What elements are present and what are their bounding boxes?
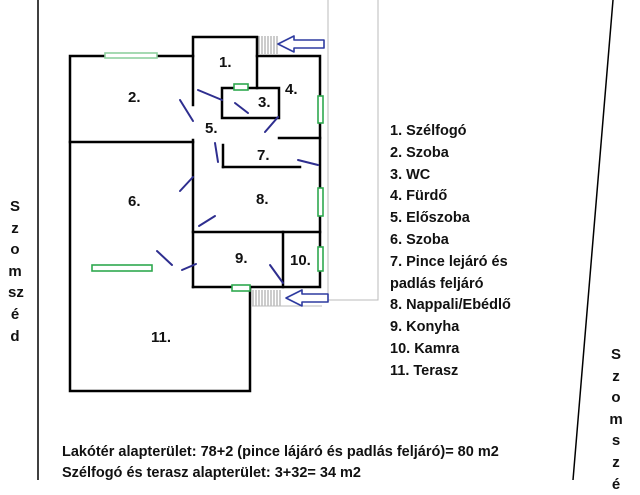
- legend-item: padlás feljáró: [390, 275, 484, 292]
- porch-terrace-area-summary: Szélfogó és terasz alapterület: 3+32= 34…: [62, 465, 361, 481]
- legend-item: 3. WC: [390, 166, 431, 183]
- legend-item: 9. Konyha: [390, 319, 460, 336]
- room-label-2: 2.: [128, 89, 141, 106]
- room-label-4: 4.: [285, 81, 298, 98]
- windows: [91, 52, 324, 292]
- legend-item: 10. Kamra: [390, 340, 460, 357]
- room-label-10: 10.: [290, 252, 311, 269]
- legend-item: 1. Szélfogó: [390, 123, 467, 139]
- legend-item: 6. Szoba: [390, 231, 449, 248]
- room-label-1: 1.: [219, 54, 232, 71]
- room-label-5: 5.: [205, 120, 218, 137]
- entrance-steps-top: [258, 36, 278, 54]
- room-label-8: 8.: [256, 191, 269, 208]
- room-legend: 1. Szélfogó 2. Szoba 3. WC 4. Fürdő 5. E…: [390, 121, 511, 383]
- passage-outline: [327, 0, 379, 301]
- room-label-6: 6.: [128, 193, 141, 210]
- room-label-9: 9.: [235, 250, 248, 267]
- floor-plan: [37, 0, 614, 480]
- walls: [68, 35, 322, 393]
- legend-item: 7. Pince lejáró és: [390, 253, 508, 270]
- legend-item: 11. Terasz: [390, 362, 459, 379]
- legend-item: 4. Fürdő: [390, 188, 448, 205]
- room-label-7: 7.: [257, 147, 270, 164]
- entrance-arrow-bottom: [285, 289, 329, 307]
- property-line-right: [572, 0, 614, 480]
- entrance-steps-bottom: [252, 290, 322, 307]
- legend-item: 2. Szoba: [390, 144, 449, 161]
- room-label-11: 11.: [151, 329, 172, 346]
- legend-item: 8. Nappali/Ebédlő: [390, 297, 511, 314]
- room-label-3: 3.: [258, 94, 271, 111]
- doors: [156, 89, 319, 284]
- entrance-arrow-top: [277, 35, 325, 53]
- living-area-summary: Lakótér alapterület: 78+2 (pince lájáró …: [62, 444, 499, 460]
- legend-item: 5. Előszoba: [390, 210, 470, 227]
